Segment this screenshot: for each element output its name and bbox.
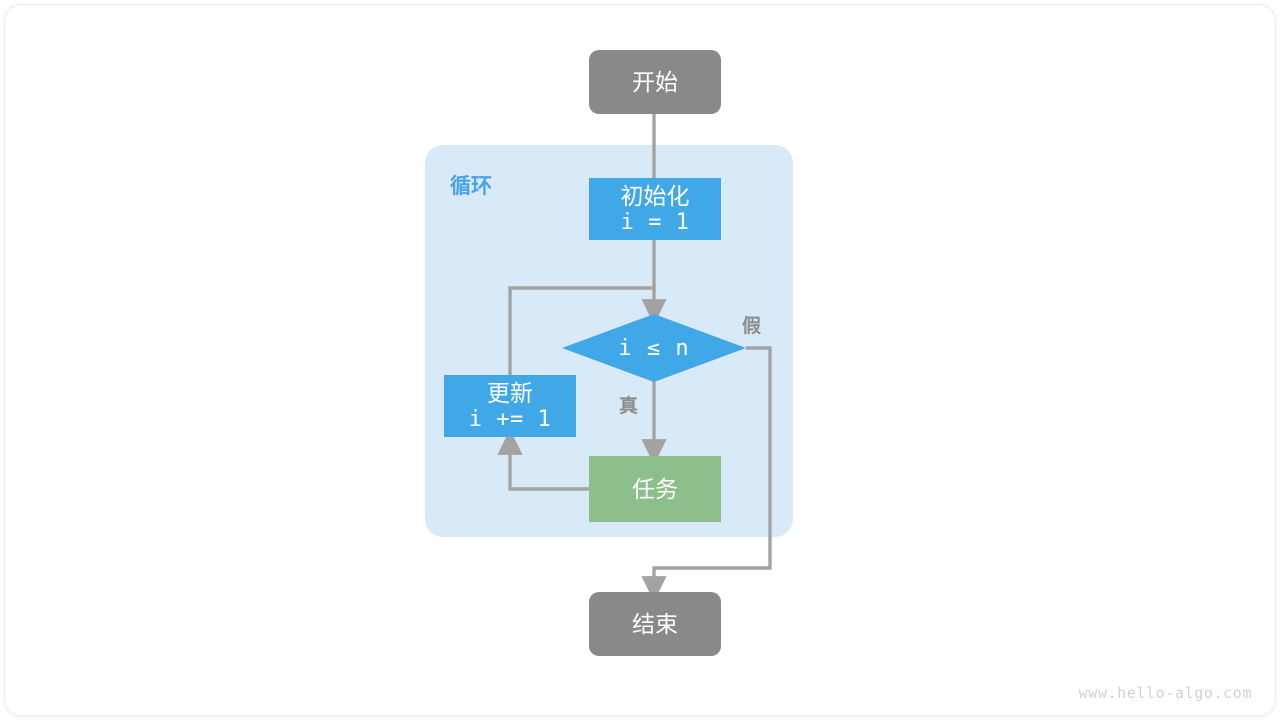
node-task: 任务 <box>589 456 721 522</box>
edge-update-to-decision <box>508 286 654 375</box>
node-update: 更新 i += 1 <box>444 375 576 437</box>
node-init-expression: i = 1 <box>620 209 690 235</box>
node-init-label: 初始化 <box>620 182 690 209</box>
node-init: 初始化 i = 1 <box>589 178 721 240</box>
edge-decision-false-to-end <box>641 346 772 602</box>
loop-region-title: 循环 <box>450 175 492 198</box>
node-update-expression: i += 1 <box>468 406 552 432</box>
edge-label-true: 真 <box>619 396 639 417</box>
node-task-label: 任务 <box>632 475 678 502</box>
watermark: www.hello-algo.com <box>1078 684 1252 702</box>
node-start: 开始 <box>589 50 721 114</box>
node-end: 结束 <box>589 592 721 656</box>
edge-task-to-update <box>497 429 589 491</box>
node-end-label: 结束 <box>632 610 678 637</box>
node-update-label: 更新 <box>487 379 533 406</box>
edge-label-false: 假 <box>742 316 762 337</box>
decision-expression: i ≤ n <box>618 335 690 361</box>
node-start-label: 开始 <box>632 68 678 95</box>
decision-diamond <box>562 314 746 382</box>
decision-node: i ≤ n <box>562 314 746 382</box>
